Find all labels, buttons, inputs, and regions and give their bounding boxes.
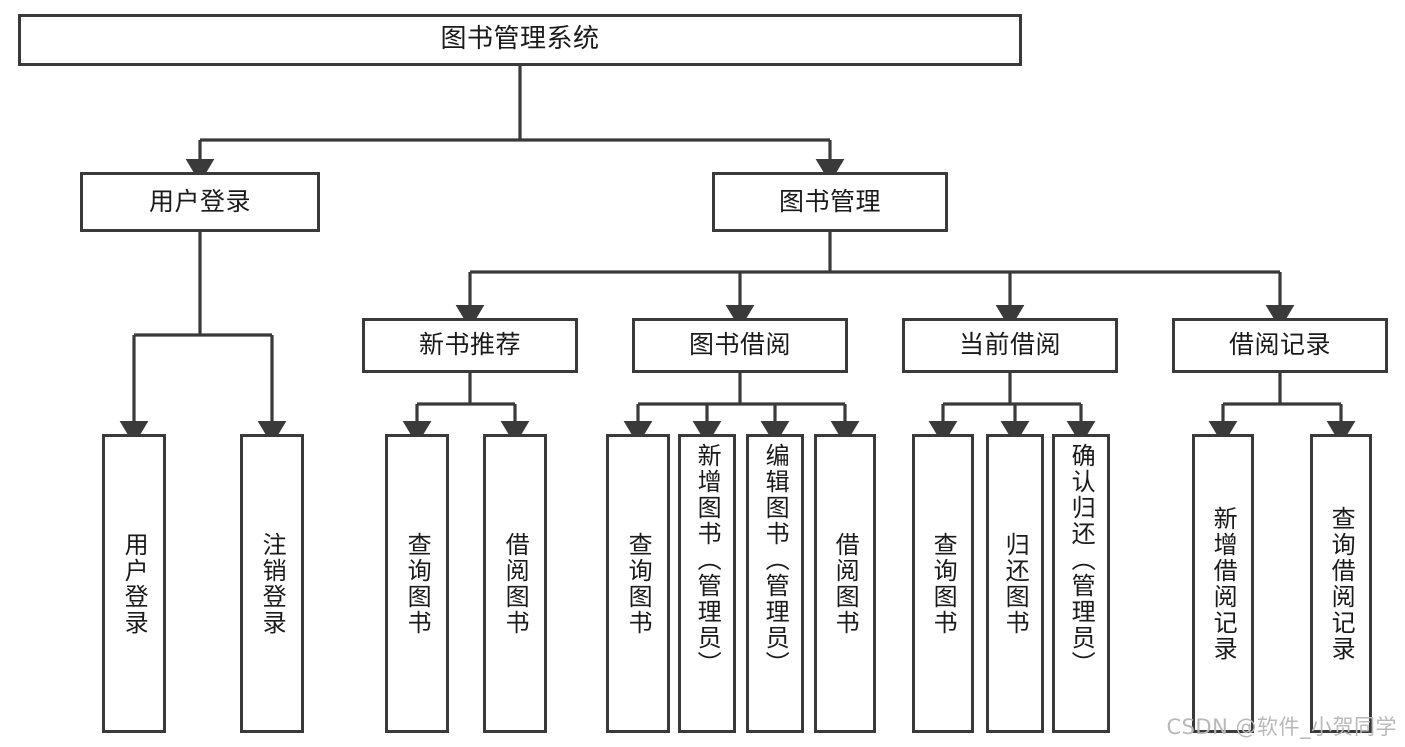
node-new-book-rec-label: 新书推荐	[418, 330, 521, 360]
node-leaf-add-record[interactable]: 新增借阅记录	[1192, 434, 1254, 733]
node-user-login-label: 用户登录	[148, 186, 251, 216]
node-current-borrow-label: 当前借阅	[958, 330, 1061, 360]
node-leaf-query-book-rec[interactable]: 查询图书	[385, 434, 449, 733]
node-leaf-query-record[interactable]: 查询借阅记录	[1310, 434, 1372, 733]
node-leaf-logout-label: 注销登录	[258, 531, 287, 636]
node-leaf-user-login-label: 用户登录	[120, 531, 149, 636]
node-leaf-return-book-label: 归还图书	[1001, 531, 1030, 636]
node-leaf-borrow-book-rec[interactable]: 借阅图书	[483, 434, 547, 733]
node-user-login[interactable]: 用户登录	[80, 172, 320, 232]
node-leaf-user-login[interactable]: 用户登录	[102, 434, 166, 733]
node-new-book-rec[interactable]: 新书推荐	[362, 318, 578, 373]
node-current-borrow[interactable]: 当前借阅	[902, 318, 1118, 373]
node-leaf-return-book[interactable]: 归还图书	[986, 434, 1044, 733]
node-leaf-borrow-book-brw-label: 借阅图书	[831, 531, 860, 636]
node-book-borrow[interactable]: 图书借阅	[632, 318, 848, 373]
node-leaf-logout[interactable]: 注销登录	[240, 434, 304, 733]
node-borrow-record[interactable]: 借阅记录	[1172, 318, 1388, 373]
node-leaf-query-book-cur[interactable]: 查询图书	[912, 434, 974, 733]
node-leaf-query-book-cur-label: 查询图书	[929, 531, 958, 636]
node-book-manage-label: 图书管理	[778, 186, 881, 216]
watermark-text: CSDN @软件_小贺同学	[1166, 715, 1397, 739]
node-book-manage[interactable]: 图书管理	[712, 172, 948, 232]
node-book-borrow-label: 图书借阅	[688, 330, 791, 360]
node-leaf-confirm-return-label: 确认归还（管理员）	[1067, 443, 1096, 677]
node-leaf-borrow-book-brw[interactable]: 借阅图书	[814, 434, 876, 733]
node-leaf-confirm-return[interactable]: 确认归还（管理员）	[1052, 434, 1110, 733]
node-leaf-edit-book-label: 编辑图书（管理员）	[761, 443, 790, 677]
node-leaf-add-book[interactable]: 新增图书（管理员）	[678, 434, 736, 733]
node-leaf-query-book-brw[interactable]: 查询图书	[606, 434, 670, 733]
node-leaf-add-book-label: 新增图书（管理员）	[693, 443, 722, 677]
node-leaf-query-book-rec-label: 查询图书	[403, 531, 432, 636]
node-root-label: 图书管理系统	[440, 24, 600, 55]
node-leaf-edit-book[interactable]: 编辑图书（管理员）	[746, 434, 804, 733]
node-borrow-record-label: 借阅记录	[1228, 330, 1331, 360]
node-leaf-add-record-label: 新增借阅记录	[1209, 505, 1238, 662]
node-leaf-borrow-book-rec-label: 借阅图书	[501, 531, 530, 636]
node-leaf-query-record-label: 查询借阅记录	[1327, 505, 1356, 662]
node-root[interactable]: 图书管理系统	[18, 14, 1022, 66]
node-leaf-query-book-brw-label: 查询图书	[624, 531, 653, 636]
